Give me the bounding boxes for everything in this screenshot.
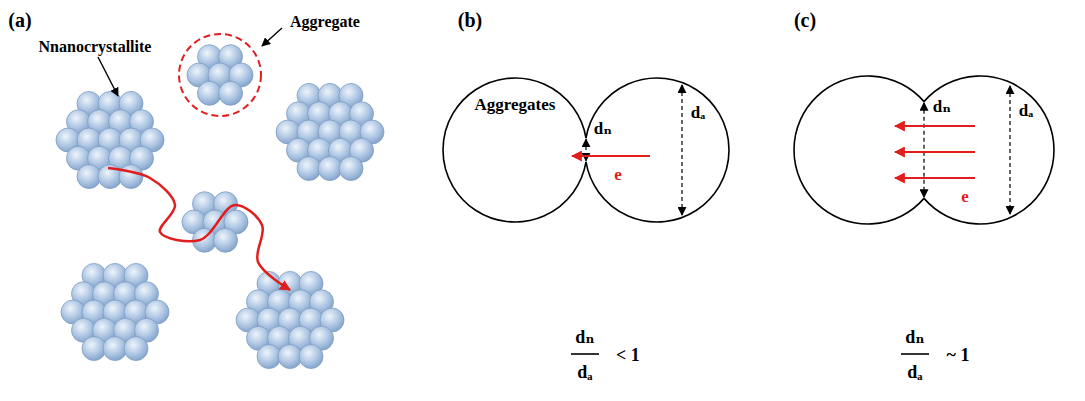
fraction-numerator: dₙ xyxy=(905,328,924,346)
ratio-value: ~ 1 xyxy=(947,346,970,364)
electron-arrow xyxy=(572,155,650,157)
nanocrystallite xyxy=(318,157,342,181)
nanocrystallite xyxy=(339,157,363,181)
nanocrystallite xyxy=(103,337,127,361)
electron-arrow xyxy=(895,151,975,153)
nanocrystallite xyxy=(257,345,281,369)
electron-arrow xyxy=(895,177,975,179)
nanocrystallite xyxy=(299,345,323,369)
nanocrystallite xyxy=(119,165,143,189)
electron-label: e xyxy=(614,166,622,183)
aggregate-dimension xyxy=(1009,86,1010,214)
aggregate-circle: Aggregates xyxy=(443,78,587,222)
panel-label: (a) xyxy=(8,10,31,30)
nanocrystallite-cluster xyxy=(182,192,248,253)
fraction-denominator: dₐ xyxy=(907,363,922,381)
aggregate-outline xyxy=(443,78,586,222)
dimension-label: dₐ xyxy=(1019,102,1033,119)
aggregate-outline xyxy=(586,78,729,222)
electron-label: e xyxy=(961,188,969,205)
nanocrystallite-cluster xyxy=(276,83,384,180)
nanocrystallite xyxy=(278,345,302,369)
dimension-label: dₐ xyxy=(691,104,705,121)
nanocrystallite-cluster xyxy=(61,263,169,360)
neck-dimension xyxy=(585,139,586,161)
nanocrystallite-cluster xyxy=(56,91,164,188)
nanocrystallite-cluster xyxy=(187,45,253,106)
fraction-numerator: dₙ xyxy=(575,328,594,346)
callout-label: Nnanocrystallite xyxy=(39,39,152,55)
nanocrystallite xyxy=(124,337,148,361)
ratio-value: < 1 xyxy=(616,346,640,364)
aggregate-dimension xyxy=(681,85,682,215)
dimension-label: dₙ xyxy=(594,120,612,137)
neck-dimension xyxy=(923,103,924,198)
node-label: Aggregates xyxy=(475,96,556,113)
electron-path xyxy=(108,168,290,290)
nanocrystallite xyxy=(198,81,222,105)
nanocrystallite xyxy=(77,165,101,189)
fraction-denominator: dₐ xyxy=(577,363,592,381)
nanocrystallite xyxy=(297,157,321,181)
electron-arrow xyxy=(895,125,975,127)
nanocrystallite xyxy=(214,228,238,252)
leader-arrow xyxy=(262,28,282,46)
dimension-label: dₙ xyxy=(933,98,951,115)
fraction-bar xyxy=(571,353,599,355)
aggregate-outline xyxy=(794,76,924,224)
aggregate-outline xyxy=(924,76,1054,224)
nanocrystallite xyxy=(82,337,106,361)
panel-label: (b) xyxy=(458,10,482,30)
fraction-bar xyxy=(901,353,929,355)
leader-arrow xyxy=(98,57,118,96)
callout-label: Aggregate xyxy=(290,14,360,30)
nanocrystallite-cluster xyxy=(236,271,344,368)
aggregate-outline xyxy=(179,34,261,116)
panel-label: (c) xyxy=(794,10,816,30)
nanocrystallite xyxy=(219,81,243,105)
